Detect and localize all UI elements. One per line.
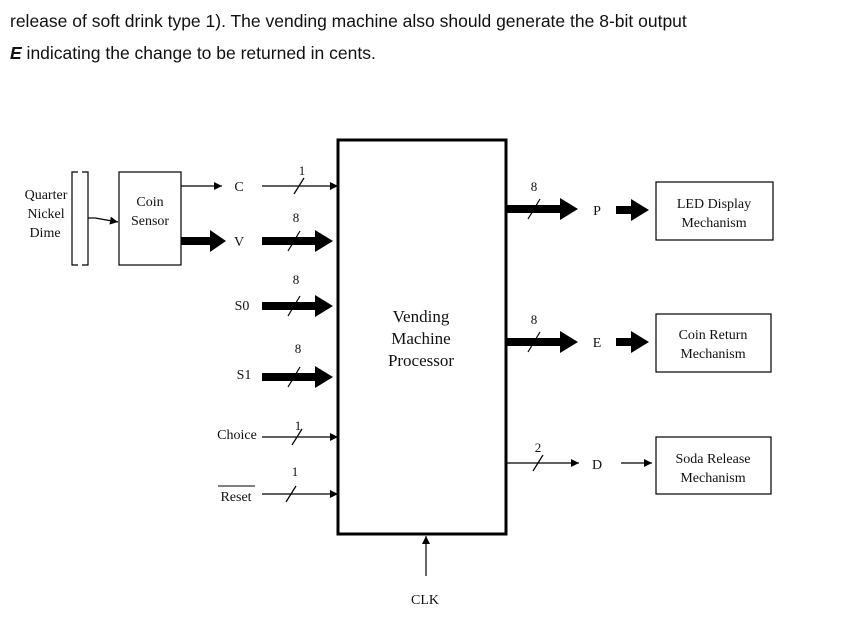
v-width-label: 8 <box>293 210 300 225</box>
e-width-slash <box>527 331 541 353</box>
p-label: P <box>593 204 601 219</box>
coin-return-label-2: Mechanism <box>680 347 745 362</box>
soda-release-label-2: Mechanism <box>680 471 745 486</box>
s0-input-bus <box>262 295 333 317</box>
s1-width-slash <box>287 366 301 388</box>
led-display-label-1: LED Display <box>677 197 751 212</box>
coin-return-mechanism-box <box>655 313 772 373</box>
s1-width-label: 8 <box>295 341 302 356</box>
s0-label: S0 <box>235 299 250 314</box>
c-width-slash <box>293 177 305 195</box>
e-output-bus <box>506 331 578 353</box>
processor-label-1: Vending <box>393 307 450 326</box>
p-to-led-arrow <box>616 199 649 221</box>
choice-label: Choice <box>217 428 257 443</box>
v-width-slash <box>287 230 301 252</box>
coin-input-bracket <box>71 171 119 266</box>
c-width-label: 1 <box>299 163 306 178</box>
soda-release-label-1: Soda Release <box>675 452 750 467</box>
s0-width-slash <box>287 295 301 317</box>
p-width-slash <box>527 198 541 220</box>
coin-input-quarter: Quarter <box>25 188 68 203</box>
processor-label-2: Machine <box>391 329 450 348</box>
coin-sensor-label-1: Coin <box>136 195 163 210</box>
reset-width-label: 1 <box>292 464 299 479</box>
coin-input-nickel: Nickel <box>27 207 64 222</box>
soda-release-mechanism-box <box>655 436 772 495</box>
choice-width-label: 1 <box>295 418 302 433</box>
paragraph-line-1: release of soft drink type 1). The vendi… <box>10 11 687 31</box>
signal-v-source-label: V <box>234 235 244 250</box>
s0-width-label: 8 <box>293 272 300 287</box>
v-input-bus <box>262 230 333 252</box>
reset-width-slash <box>285 485 297 503</box>
reset-label: Reset <box>220 490 251 505</box>
led-display-mechanism-box <box>655 181 774 241</box>
v-bus-arrow <box>181 230 226 252</box>
p-output-bus <box>506 198 578 220</box>
d-width-label: 2 <box>535 440 542 455</box>
clk-label: CLK <box>411 593 439 608</box>
vending-machine-processor-box <box>336 138 508 536</box>
led-display-label-2: Mechanism <box>681 216 746 231</box>
coin-input-dime: Dime <box>29 226 60 241</box>
paragraph-line-2-rest: indicating the change to be returned in … <box>21 43 376 63</box>
paragraph-line-2: E indicating the change to be returned i… <box>10 43 376 64</box>
d-width-slash <box>532 454 544 472</box>
signal-c-source-label: C <box>234 180 243 195</box>
e-label: E <box>593 336 602 351</box>
s1-input-bus <box>262 366 333 388</box>
choice-width-slash <box>291 428 303 446</box>
p-width-label: 8 <box>531 179 538 194</box>
e-to-coin-return-arrow <box>616 331 649 353</box>
coin-return-label-1: Coin Return <box>679 328 748 343</box>
e-width-label: 8 <box>531 312 538 327</box>
s1-label: S1 <box>237 368 252 383</box>
output-variable-e: E <box>10 43 22 63</box>
coin-sensor-box <box>118 171 182 266</box>
d-label: D <box>592 458 602 473</box>
coin-sensor-label-2: Sensor <box>131 214 169 229</box>
processor-label-3: Processor <box>388 351 454 370</box>
